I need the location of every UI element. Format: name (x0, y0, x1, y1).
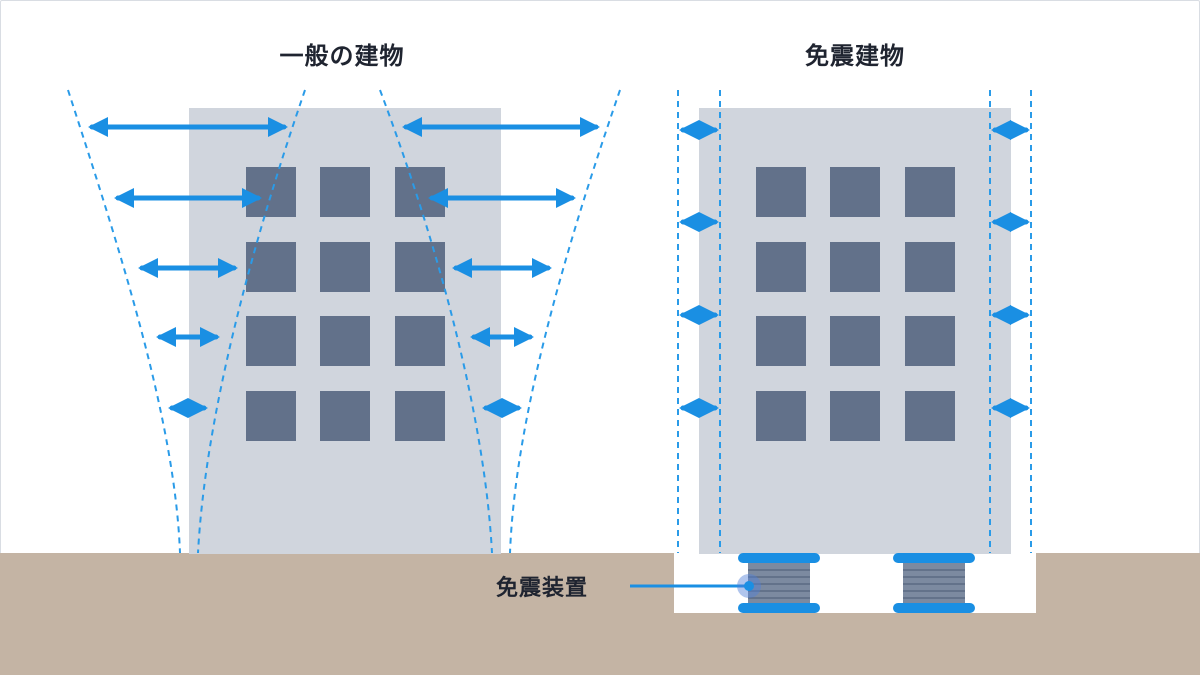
window (756, 391, 806, 441)
isolated-building (699, 108, 1011, 554)
window (246, 391, 296, 441)
bearing-bottom-plate (738, 603, 820, 613)
window (756, 167, 806, 217)
sway-curve-outer-left (67, 89, 181, 554)
window (320, 316, 370, 366)
window (320, 242, 370, 292)
sway-curve-inner-left (197, 89, 306, 554)
window (395, 242, 445, 292)
bearing-top-plate (738, 553, 820, 563)
sway-outline (67, 89, 621, 554)
sway-outline (677, 90, 1032, 553)
isolated-building-title: 免震建物 (805, 42, 905, 70)
sway-arrows (88, 117, 600, 418)
window (395, 167, 445, 217)
window (320, 391, 370, 441)
window (756, 242, 806, 292)
window (905, 167, 955, 217)
window (905, 316, 955, 366)
bearing-bottom-plate (893, 603, 975, 613)
sway-curve-outer-right (509, 89, 621, 554)
bearing-top-plate (893, 553, 975, 563)
callout-pointer (630, 574, 761, 598)
conventional-building (189, 108, 501, 554)
window (830, 242, 880, 292)
window (905, 391, 955, 441)
window (246, 167, 296, 217)
sway-arrows (679, 120, 1030, 418)
conventional-building-title: 一般の建物 (279, 42, 405, 70)
window (905, 242, 955, 292)
window (830, 167, 880, 217)
isolation-bearing (893, 553, 975, 613)
sway-curve-inner-right (379, 89, 493, 554)
window (246, 316, 296, 366)
window (830, 316, 880, 366)
isolation-device-label: 免震装置 (496, 576, 589, 601)
window (246, 242, 296, 292)
window (320, 167, 370, 217)
isolation-pit (674, 553, 1036, 613)
window (395, 316, 445, 366)
isolation-bearing (738, 553, 820, 613)
bearing-body (903, 562, 965, 608)
window (395, 391, 445, 441)
window (830, 391, 880, 441)
window (756, 316, 806, 366)
callout-dot (744, 581, 754, 591)
